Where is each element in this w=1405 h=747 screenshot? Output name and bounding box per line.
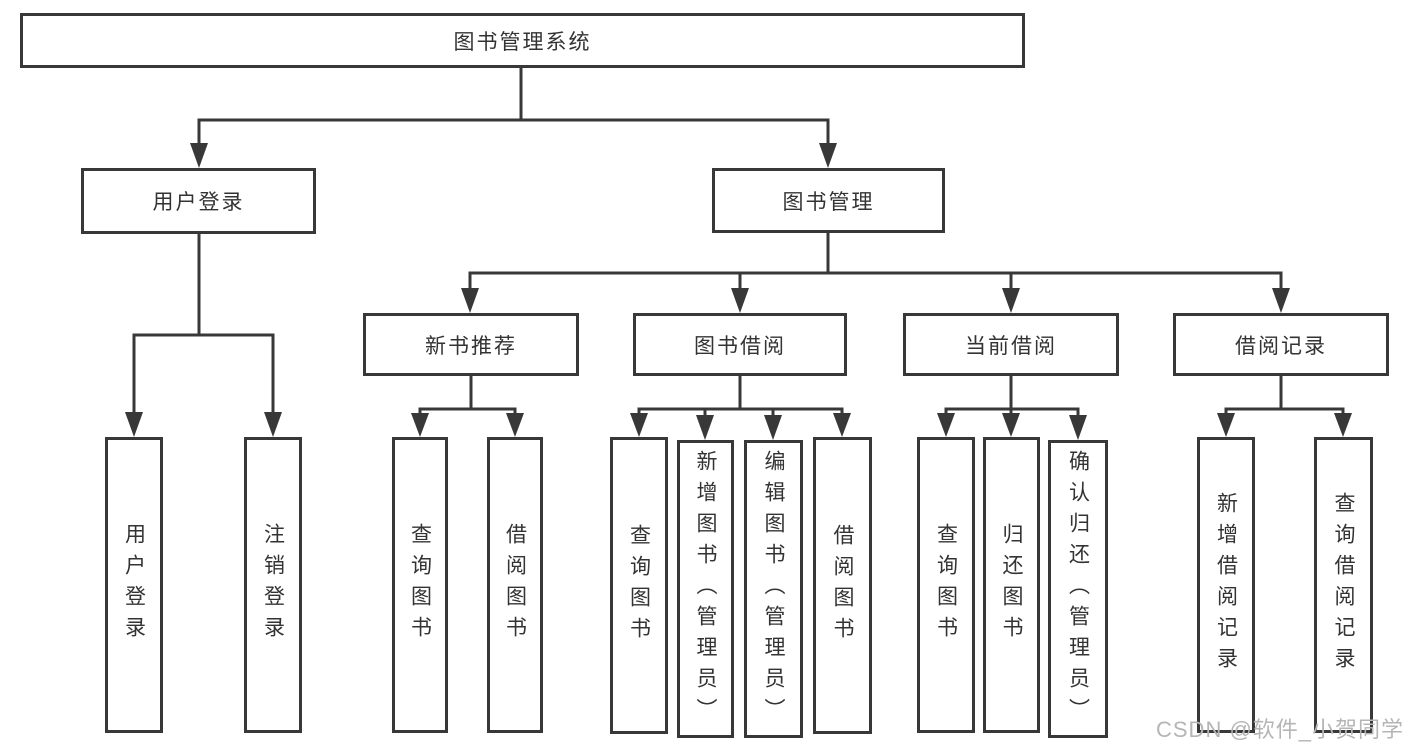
leaf-add-borrow-record-label: 新增借阅记录 xyxy=(1214,492,1238,678)
node-user-login-label: 用户登录 xyxy=(152,191,245,214)
node-book-borrowing-label: 图书借阅 xyxy=(694,334,786,358)
leaf-edit-books-admin-label: 编辑图书（管理员） xyxy=(762,449,786,729)
leaf-return-books: 归还图书 xyxy=(983,437,1040,733)
leaf-borrow-books-label: 借阅图书 xyxy=(831,523,855,648)
leaf-user-login-label: 用户登录 xyxy=(122,523,146,647)
leaf-newbook-borrow-books-label: 借阅图书 xyxy=(503,523,527,647)
leaf-add-books-admin: 新增图书（管理员） xyxy=(677,440,734,738)
leaf-current-query-books-label: 查询图书 xyxy=(934,523,958,647)
node-user-login: 用户登录 xyxy=(81,168,316,234)
leaf-add-books-admin-label: 新增图书（管理员） xyxy=(694,449,718,729)
node-new-book-recommend-label: 新书推荐 xyxy=(425,334,517,358)
leaf-current-query-books: 查询图书 xyxy=(917,437,975,733)
leaf-query-borrow-record-label: 查询借阅记录 xyxy=(1332,492,1356,678)
node-library-system-label: 图书管理系统 xyxy=(453,30,592,54)
leaf-add-borrow-record: 新增借阅记录 xyxy=(1197,437,1255,733)
leaf-logout-label: 注销登录 xyxy=(261,523,285,647)
node-book-management-label: 图书管理 xyxy=(782,190,875,214)
node-book-management: 图书管理 xyxy=(712,168,945,233)
leaf-borrow-query-books: 查询图书 xyxy=(610,437,668,734)
leaf-edit-books-admin: 编辑图书（管理员） xyxy=(744,440,803,738)
csdn-watermark: CSDN @软件_小贺同学 xyxy=(1156,717,1405,742)
node-current-borrowing: 当前借阅 xyxy=(903,313,1119,376)
leaf-newbook-query-books: 查询图书 xyxy=(392,437,448,733)
leaf-borrow-query-books-label: 查询图书 xyxy=(627,523,651,648)
leaf-confirm-return-admin: 确认归还（管理员） xyxy=(1048,440,1108,738)
leaf-query-borrow-record: 查询借阅记录 xyxy=(1314,437,1373,733)
leaf-newbook-borrow-books: 借阅图书 xyxy=(487,437,543,733)
leaf-newbook-query-books-label: 查询图书 xyxy=(408,523,432,647)
leaf-logout: 注销登录 xyxy=(244,437,302,733)
node-library-system: 图书管理系统 xyxy=(20,13,1025,68)
node-new-book-recommend: 新书推荐 xyxy=(363,313,579,376)
node-current-borrowing-label: 当前借阅 xyxy=(965,334,1057,358)
node-borrow-records-label: 借阅记录 xyxy=(1235,334,1327,358)
leaf-return-books-label: 归还图书 xyxy=(1000,523,1024,647)
leaf-user-login: 用户登录 xyxy=(105,437,163,733)
node-borrow-records: 借阅记录 xyxy=(1173,313,1389,376)
leaf-borrow-books: 借阅图书 xyxy=(813,437,872,734)
leaf-confirm-return-admin-label: 确认归还（管理员） xyxy=(1066,449,1090,729)
node-book-borrowing: 图书借阅 xyxy=(633,313,847,376)
